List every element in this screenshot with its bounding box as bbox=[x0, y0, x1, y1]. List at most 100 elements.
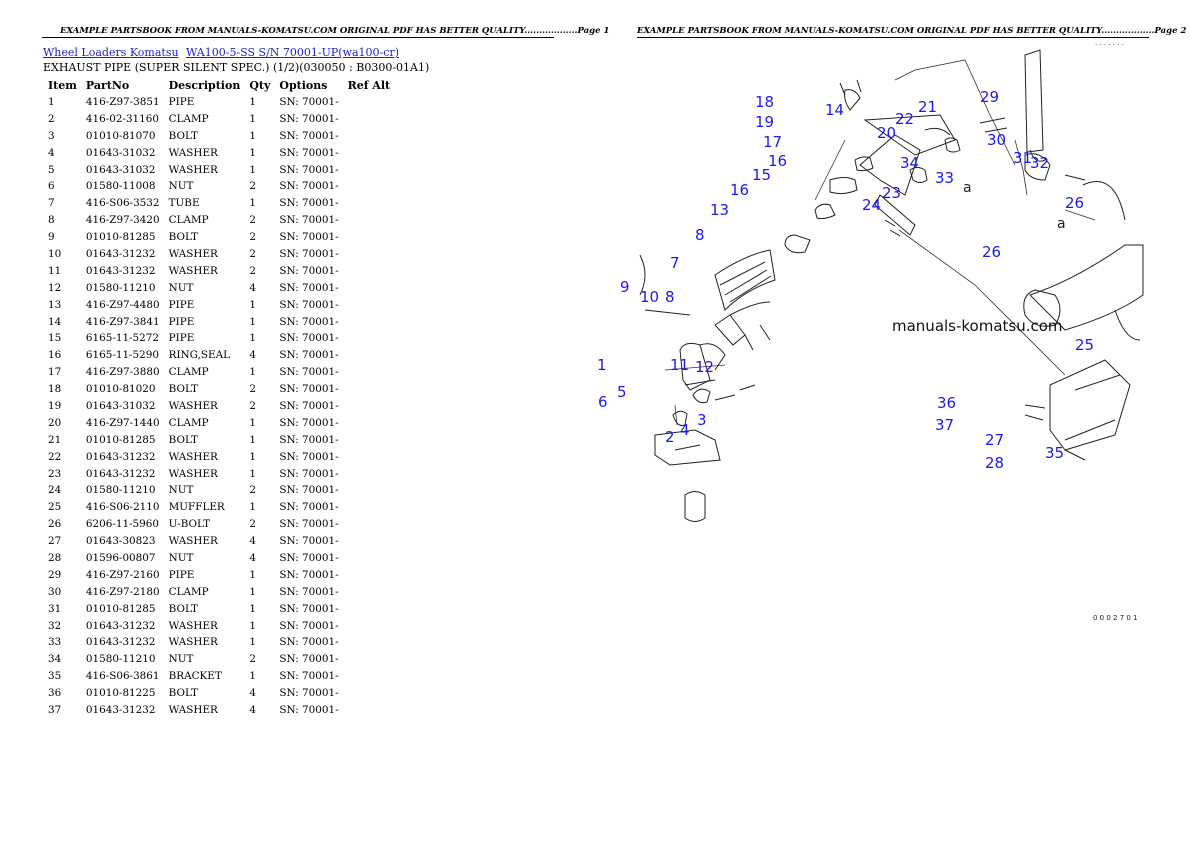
cell-partno: 01643-31232 bbox=[85, 450, 156, 463]
cell-options: SN: 70001- bbox=[279, 636, 339, 649]
cell-item: 19 bbox=[48, 399, 62, 412]
cell-partno: 416-S06-3532 bbox=[85, 197, 160, 210]
cell-partno: 416-Z97-3420 bbox=[85, 214, 160, 227]
cell-partno: 6165-11-5272 bbox=[85, 332, 160, 345]
callout-label: 37 bbox=[935, 416, 954, 434]
callout-label: 6 bbox=[598, 393, 608, 411]
cell-ref-alt bbox=[343, 94, 395, 111]
cell-description: NUT bbox=[168, 180, 194, 193]
cell-item: 2 bbox=[48, 112, 55, 125]
cell-item: 4 bbox=[48, 146, 55, 159]
cell-qty: 1 bbox=[249, 332, 256, 345]
cell-item: 36 bbox=[48, 687, 62, 700]
callout-label: 35 bbox=[1045, 444, 1064, 462]
cell-ref-alt bbox=[343, 127, 395, 144]
cell-item: 26 bbox=[48, 518, 62, 531]
cell-options: SN: 70001- bbox=[279, 551, 339, 564]
callout-label: 33 bbox=[935, 169, 954, 187]
cell-partno: 416-Z97-2160 bbox=[85, 568, 160, 581]
cell-options: SN: 70001- bbox=[279, 602, 339, 615]
cell-options: SN: 70001- bbox=[279, 129, 339, 142]
cell-description: WASHER bbox=[168, 535, 218, 548]
cell-qty: 2 bbox=[249, 247, 256, 260]
cell-qty: 4 bbox=[249, 704, 256, 716]
page-header: EXAMPLE PARTSBOOK FROM MANUALS-KOMATSU.C… bbox=[637, 26, 1187, 36]
cell-item: 11 bbox=[48, 264, 62, 277]
cell-options: SN: 70001- bbox=[279, 315, 339, 328]
callout-label: 16 bbox=[768, 152, 787, 170]
cell-ref-alt bbox=[343, 161, 395, 178]
cell-ref-alt bbox=[343, 566, 395, 583]
cell-description: NUT bbox=[168, 653, 194, 666]
column-header-item: Item bbox=[48, 78, 77, 92]
callout-label: 26 bbox=[1065, 194, 1084, 212]
cell-description: CLAMP bbox=[168, 585, 209, 598]
detail-label-muffler: a bbox=[1057, 216, 1066, 232]
cell-partno: 01010-81020 bbox=[85, 383, 156, 396]
callout-label: 13 bbox=[710, 201, 729, 219]
cell-description: BOLT bbox=[168, 602, 198, 615]
cell-qty: 2 bbox=[249, 484, 256, 497]
callout-label: 11 bbox=[670, 356, 689, 374]
cell-ref-alt bbox=[343, 313, 395, 330]
callout-label: 17 bbox=[763, 133, 782, 151]
cell-partno: 01580-11008 bbox=[85, 180, 156, 193]
cell-qty: 1 bbox=[249, 450, 256, 463]
cell-ref-alt bbox=[343, 414, 395, 431]
cell-partno: 416-02-31160 bbox=[85, 112, 160, 125]
cell-qty: 2 bbox=[249, 383, 256, 396]
cell-item: 6 bbox=[48, 180, 55, 193]
header-divider bbox=[42, 37, 554, 38]
cell-description: WASHER bbox=[168, 146, 218, 159]
cell-options: SN: 70001- bbox=[279, 281, 339, 294]
elbow-pipe-assembly bbox=[639, 254, 771, 522]
cell-item: 31 bbox=[48, 602, 62, 615]
breadcrumb-link-category[interactable]: Wheel Loaders Komatsu bbox=[43, 46, 179, 59]
cell-qty: 4 bbox=[249, 551, 256, 564]
breadcrumb-link-model[interactable]: WA100-5-SS S/N 70001-UP(wa100-cr) bbox=[186, 46, 399, 59]
cell-options: SN: 70001- bbox=[279, 450, 339, 463]
cell-options: SN: 70001- bbox=[279, 231, 339, 244]
cell-options: SN: 70001- bbox=[279, 163, 339, 176]
cell-partno: 01643-31232 bbox=[85, 264, 156, 277]
cell-qty: 2 bbox=[249, 180, 256, 193]
cell-item: 10 bbox=[48, 247, 62, 260]
cell-options: SN: 70001- bbox=[279, 399, 339, 412]
page-header: EXAMPLE PARTSBOOK FROM MANUALS-KOMATSU.C… bbox=[60, 26, 610, 36]
cell-options: SN: 70001- bbox=[279, 366, 339, 379]
cell-options: SN: 70001- bbox=[279, 467, 339, 480]
cell-partno: 01643-31032 bbox=[85, 399, 156, 412]
callout-label: 19 bbox=[755, 113, 774, 131]
cell-description: U-BOLT bbox=[168, 518, 211, 531]
cell-qty: 1 bbox=[249, 585, 256, 598]
exhaust-tube-assembly bbox=[714, 79, 1008, 316]
cell-description: RING,SEAL bbox=[168, 349, 230, 362]
cell-qty: 1 bbox=[249, 146, 256, 159]
cell-ref-alt bbox=[343, 229, 395, 246]
cell-description: WASHER bbox=[168, 450, 218, 463]
cell-description: WASHER bbox=[168, 163, 218, 176]
cell-item: 37 bbox=[48, 704, 62, 716]
callout-label: 36 bbox=[937, 394, 956, 412]
cell-item: 32 bbox=[48, 619, 62, 632]
callout-label: 30 bbox=[987, 131, 1006, 149]
cell-partno: 01643-31232 bbox=[85, 704, 156, 716]
cell-item: 29 bbox=[48, 568, 62, 581]
cell-partno: 416-Z97-2180 bbox=[85, 585, 160, 598]
cell-options: SN: 70001- bbox=[279, 518, 339, 531]
cell-qty: 1 bbox=[249, 433, 256, 446]
cell-partno: 01643-31232 bbox=[85, 467, 156, 480]
cell-qty: 1 bbox=[249, 670, 256, 683]
cell-partno: 416-Z97-1440 bbox=[85, 416, 160, 429]
